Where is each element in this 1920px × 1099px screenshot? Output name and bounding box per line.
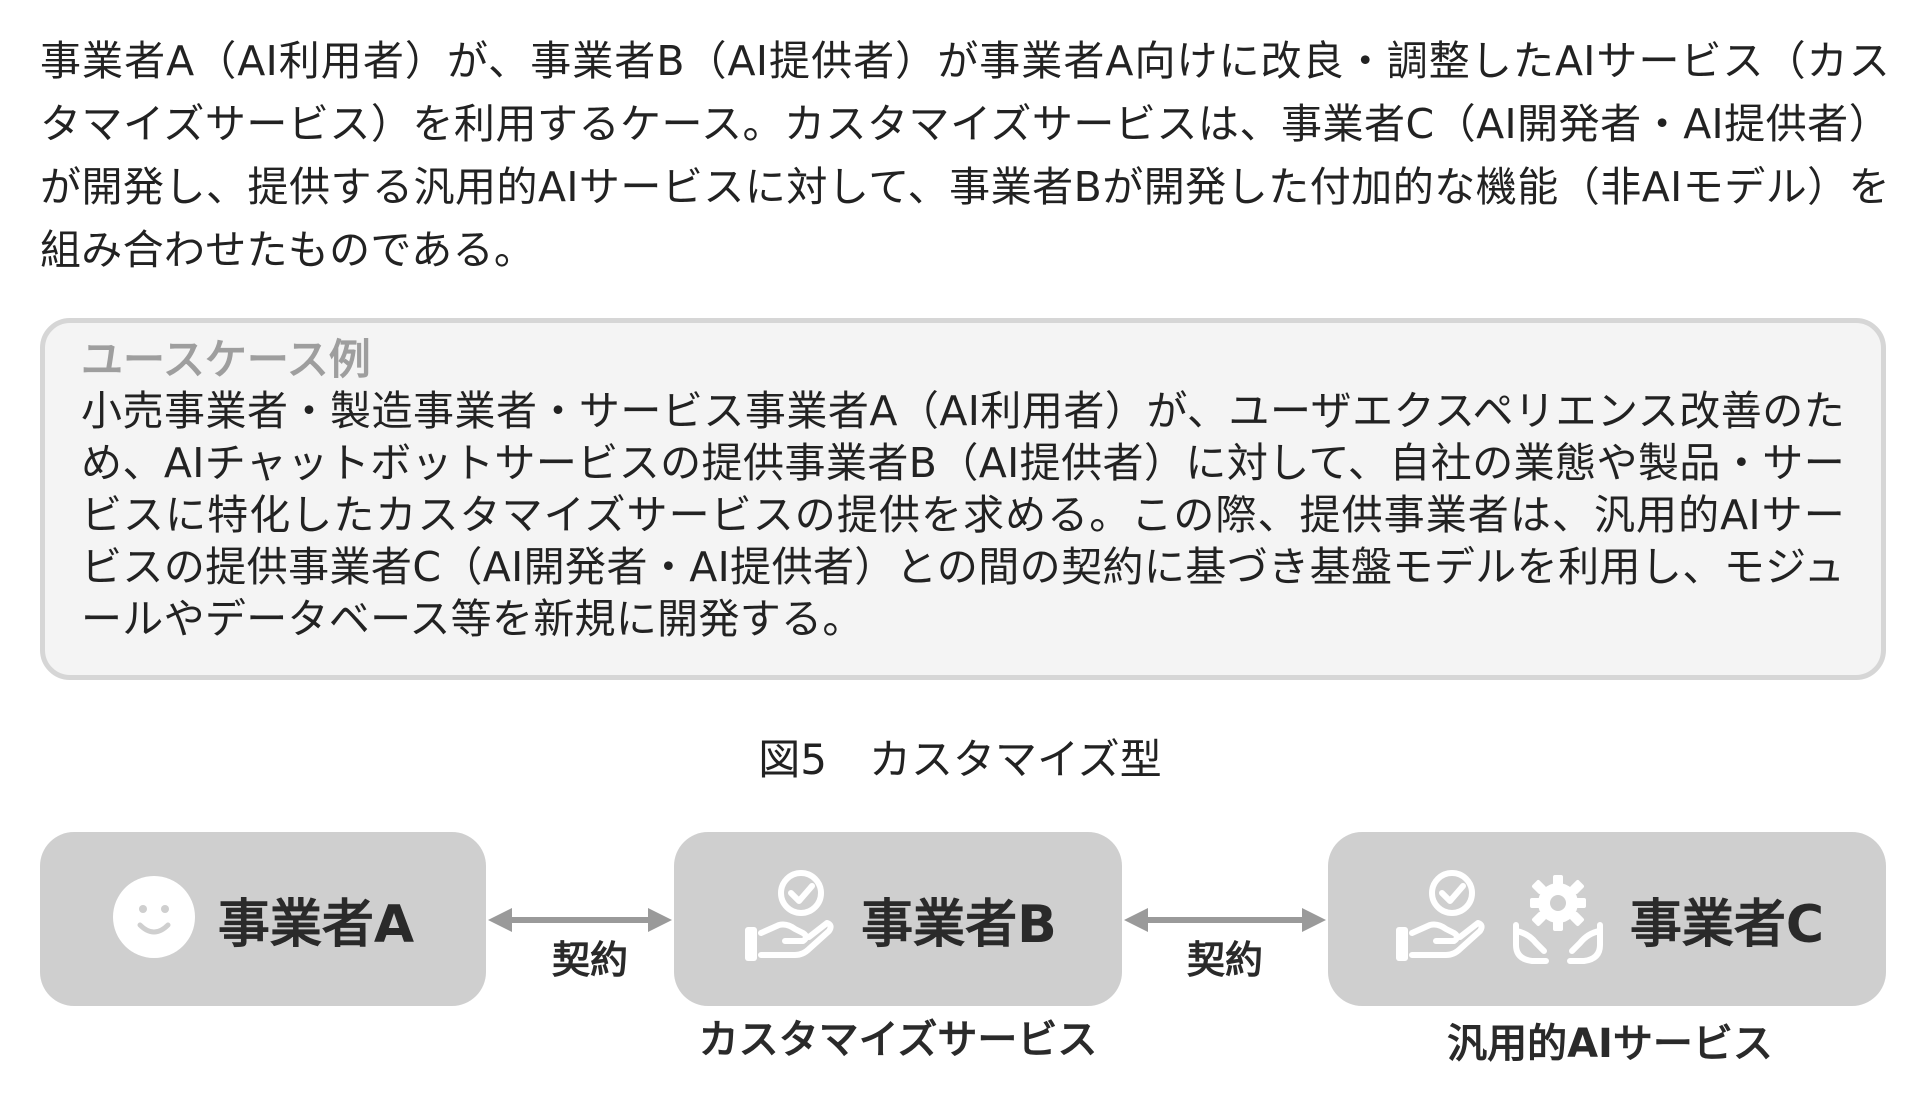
entity-c-box: 事業者C [1328,832,1886,1006]
hand-check-icon [739,867,839,971]
figure-caption: 図5 カスタマイズ型 [758,735,1162,784]
entity-b-sublabel: カスタマイズサービス [698,1017,1098,1063]
entity-b-box: 事業者B [674,832,1122,1006]
contract-label-ab: 契約 [551,938,628,982]
entity-a-name: 事業者A [217,894,415,955]
usecase-panel: ユースケース例 小売事業者・製造事業者・サービス事業者A（AI利用者）が、ユーザ… [40,318,1886,680]
entity-c-sublabel: 汎用的AIサービス [1447,1021,1773,1067]
contract-arrow-bc [1124,908,1326,932]
entity-c-name: 事業者C [1629,894,1825,955]
usecase-title: ユースケース例 [81,335,371,384]
hand-check-icon [1390,867,1490,971]
entity-b-name: 事業者B [861,894,1057,955]
smiley-icon [112,875,196,963]
contract-arrow-ab [488,908,672,932]
usecase-body: 小売事業者・製造事業者・サービス事業者A（AI利用者）が、ユーザエクスペリエンス… [81,387,1845,643]
entity-a-box: 事業者A [40,832,486,1006]
contract-label-bc: 契約 [1186,938,1263,982]
intro-paragraph: 事業者A（AI利用者）が、事業者B（AI提供者）が事業者A向けに改良・調整したA… [40,37,1890,274]
hands-gear-icon [1508,867,1608,971]
